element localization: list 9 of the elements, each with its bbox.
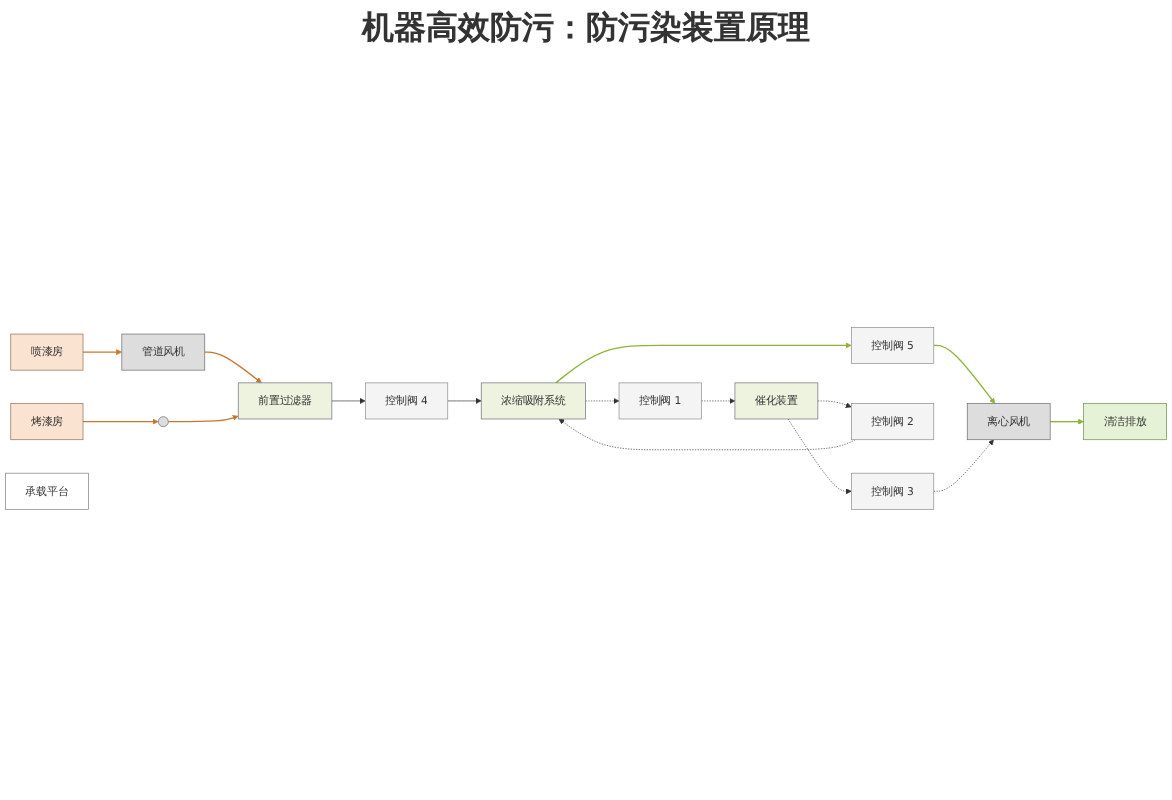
arrow bbox=[82, 418, 159, 425]
arrow bbox=[1049, 418, 1084, 425]
arrow bbox=[555, 342, 852, 384]
node-circle bbox=[157, 415, 169, 427]
arrow bbox=[167, 414, 239, 422]
arrow bbox=[82, 348, 123, 355]
arrow bbox=[933, 344, 996, 404]
arrow bbox=[204, 351, 262, 383]
diagram-title: 机器高效防污：防污染装置原理 bbox=[359, 6, 812, 50]
